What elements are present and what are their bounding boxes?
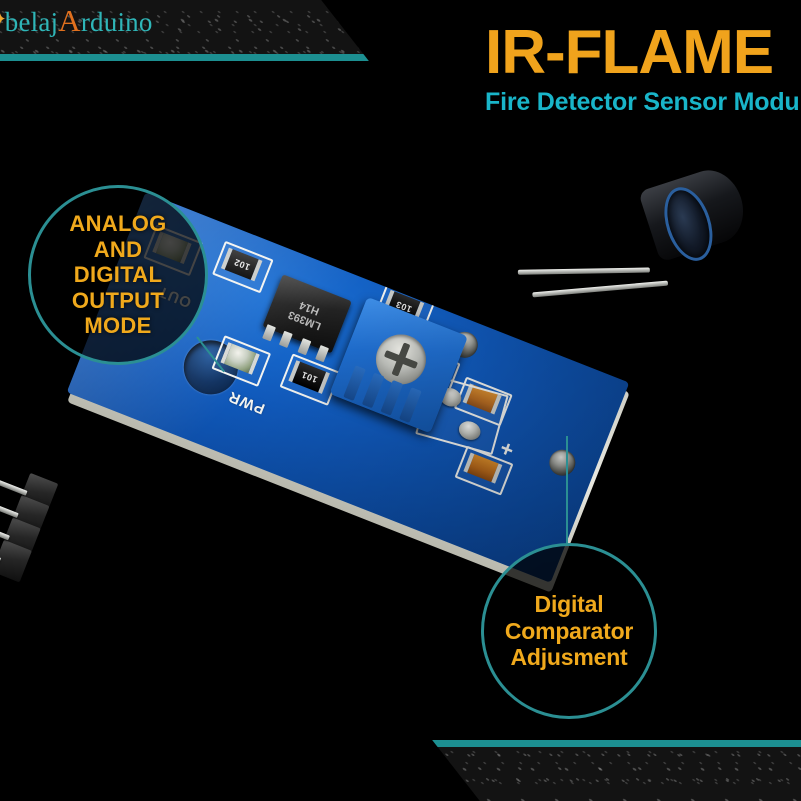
callout-comparator-text: Digital Comparator Adjusment [499,591,639,671]
resistor-102-marking: 102 [232,256,252,273]
sensor-lead-2 [532,280,669,298]
callout-comparator-line2: Comparator [504,617,634,644]
bottom-right-banner-decoration [432,740,801,801]
pot-ridge-1 [343,365,366,401]
silk-label-pwr: PWR [225,387,268,418]
ir-flame-photodiode-sensor [517,153,764,307]
brand-logo: ✦belajArduino [0,3,153,39]
pot-ridge-4 [399,387,422,423]
ic-leg-2 [278,330,293,348]
logo-text-part1: belaj [4,7,59,37]
leader-line-comparator [566,436,568,546]
ic-leg-1 [262,324,277,342]
callout-digital-comparator: Digital Comparator Adjusment [481,543,657,719]
sensor-lead-1 [517,267,650,275]
page-title: IR-FLAME [485,18,774,87]
callout-comparator-line3: Adjusment [510,644,628,671]
callout-analog-text: ANALOG AND DIGITAL OUTPUT MODE [31,211,205,339]
callout-analog-line4: OUTPUT MODE [71,287,165,339]
callout-analog-digital-output: ANALOG AND DIGITAL OUTPUT MODE [28,185,208,365]
callout-analog-line1: ANALOG [69,211,167,237]
mounting-hole-right [545,445,580,480]
page-subtitle: Fire Detector Sensor Module [485,88,801,116]
ic-lm393-marking: LM393 H14 [287,296,328,332]
ic-leg-3 [297,338,312,356]
headline-block: IR-FLAME Fire Detector Sensor Module [430,22,801,117]
callout-analog-line2: AND [93,236,143,262]
ic-leg-4 [315,345,330,363]
callout-analog-line3: DIGITAL [73,262,163,288]
ic-lm393-comparator: LM393 H14 [262,274,352,363]
pin-header-4pin [0,446,149,618]
callout-comparator-line1: Digital [534,590,604,617]
pot-ridge-2 [361,372,385,409]
resistor-101-marking: 101 [299,369,319,385]
logo-text-accent: A [58,3,81,38]
logo-text-part2: rduino [80,7,153,37]
pot-ridge-3 [380,379,404,416]
logo-spark-icon: ✦ [0,12,7,28]
